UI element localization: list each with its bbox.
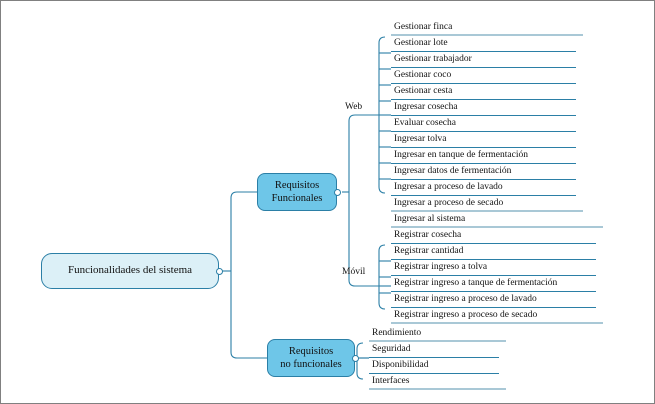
branch-node-label: Requisitos no funcionales	[280, 345, 342, 371]
leaf-item[interactable]: Registrar cantidad	[391, 245, 596, 260]
branch-funcionales-connector-nub	[334, 189, 341, 196]
edge-label-web: Web	[345, 102, 363, 112]
leaf-item[interactable]: Registrar ingreso a tolva	[391, 261, 596, 276]
branch-label-line2: Funcionales	[271, 193, 323, 204]
leaf-item[interactable]: Ingresar a proceso de secado	[391, 197, 583, 212]
branch-node-requisitos-no-funcionales[interactable]: Requisitos no funcionales	[267, 339, 355, 377]
leaf-item[interactable]: Ingresar tolva	[391, 133, 576, 148]
leaf-item[interactable]: Ingresar cosecha	[391, 101, 576, 116]
branch-label-line1: Requisitos	[288, 345, 334, 357]
root-node-label: Funcionalidades del sistema	[67, 264, 193, 277]
branch-label-line1: Requisitos	[274, 179, 320, 191]
leaf-item[interactable]: Gestionar finca	[391, 21, 583, 36]
branch-node-label: Requisitos Funcionales	[272, 179, 323, 205]
leaf-item[interactable]: Gestionar cesta	[391, 85, 576, 100]
leaf-item[interactable]: Disponibilidad	[369, 359, 499, 374]
edge-label-movil: Móvil	[342, 267, 366, 277]
leaf-item[interactable]: Interfaces	[369, 375, 506, 390]
wire-movil-spine	[378, 244, 386, 310]
wire-funcionales-to-web	[348, 114, 391, 192]
wire-trunk-to-no-funcionales	[230, 271, 267, 359]
leaf-item[interactable]: Registrar ingreso a proceso de lavado	[391, 293, 596, 308]
root-node-connector-nub	[216, 268, 223, 275]
leaf-item[interactable]: Seguridad	[369, 343, 499, 358]
branch-no-funcionales-connector-nub	[352, 355, 359, 362]
wire-web-spine	[378, 36, 386, 194]
leaf-item[interactable]: Registrar ingreso a proceso de secado	[391, 309, 603, 324]
leaf-item[interactable]: Ingresar a proceso de lavado	[391, 181, 576, 196]
leaf-item[interactable]: Gestionar lote	[391, 37, 576, 52]
leaf-item[interactable]: Ingresar en tanque de fermentación	[391, 149, 576, 164]
leaf-item[interactable]: Gestionar trabajador	[391, 53, 576, 68]
leaf-item[interactable]: Ingresar datos de fermentación	[391, 165, 576, 180]
leaf-item[interactable]: Evaluar cosecha	[391, 117, 576, 132]
leaf-item[interactable]: Registrar ingreso a tanque de fermentaci…	[391, 277, 596, 292]
branch-label-line2: no funcionales	[280, 359, 342, 370]
leaf-item[interactable]: Registrar cosecha	[391, 229, 596, 244]
wire-trunk-to-funcionales	[230, 191, 257, 271]
leaf-item[interactable]: Rendimiento	[369, 327, 506, 342]
branch-node-requisitos-funcionales[interactable]: Requisitos Funcionales	[257, 173, 337, 211]
root-node[interactable]: Funcionalidades del sistema	[41, 253, 219, 289]
leaf-item[interactable]: Gestionar coco	[391, 69, 576, 84]
leaf-item[interactable]: Ingresar al sistema	[391, 213, 603, 228]
